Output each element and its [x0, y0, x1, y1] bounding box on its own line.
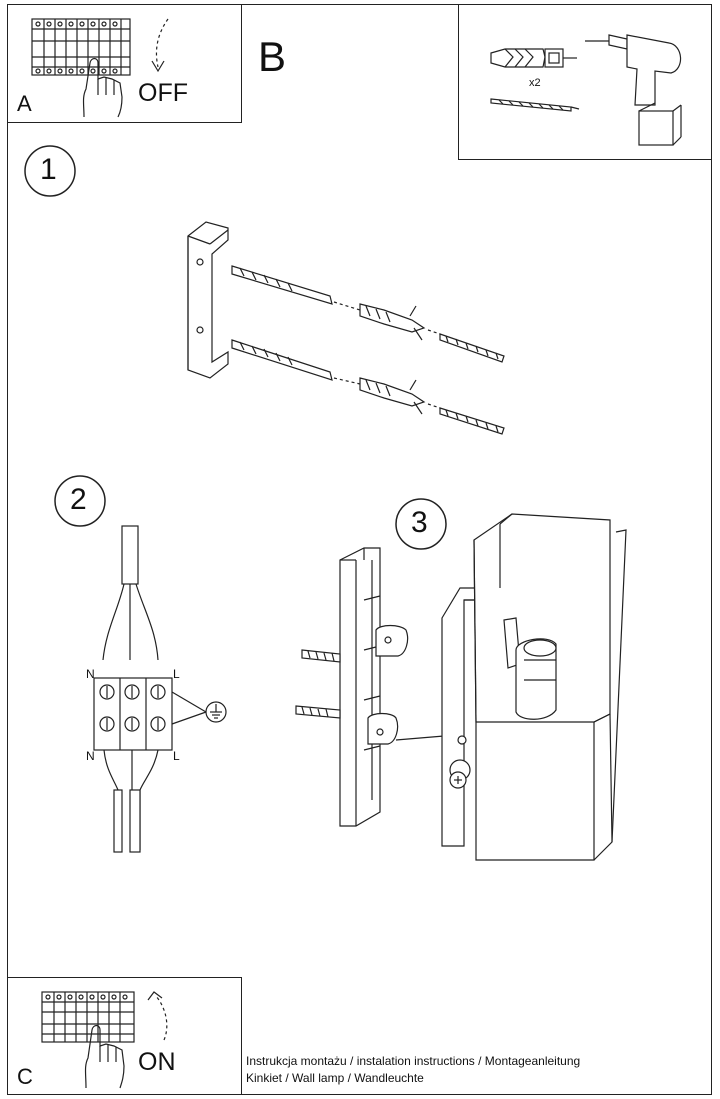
circuit-breaker-off-illustration: [31, 18, 169, 118]
panel-c-on-label: ON: [138, 1048, 176, 1076]
step-1-number: 1: [40, 153, 57, 186]
neutral-label-top: N: [86, 667, 95, 681]
step-2-circle: [54, 475, 106, 527]
panel-a-off-label: OFF: [138, 79, 188, 107]
panel-a-power-off: A OFF: [7, 4, 242, 123]
circuit-breaker-on-illustration: [41, 991, 168, 1089]
footer-title-line-1: Instrukcja montażu / instalation instruc…: [246, 1054, 581, 1068]
panel-a-letter: A: [17, 91, 32, 116]
neutral-label-bottom: N: [86, 749, 95, 763]
live-label-top: L: [173, 667, 180, 681]
wiring-diagram: [93, 525, 227, 853]
step-2-number: 2: [70, 483, 87, 516]
lamp-assembly-exploded-view: [295, 513, 627, 861]
anchor-quantity-label: x2: [529, 77, 541, 89]
live-label-bottom: L: [173, 749, 180, 763]
step-1-circle: [24, 145, 76, 197]
step-3-circle: [395, 498, 447, 550]
tools-illustration: [490, 34, 682, 146]
panel-b-letter: B: [258, 33, 287, 80]
instruction-sheet: [7, 4, 712, 1095]
panel-c-letter: C: [17, 1064, 33, 1089]
mounting-bracket-exploded-view: [187, 221, 505, 435]
panel-b-tools: x2: [458, 4, 712, 160]
footer-title-line-2: Kinkiet / Wall lamp / Wandleuchte: [246, 1071, 424, 1085]
panel-c-power-on: C ON: [7, 977, 242, 1095]
step-3-number: 3: [411, 506, 428, 539]
